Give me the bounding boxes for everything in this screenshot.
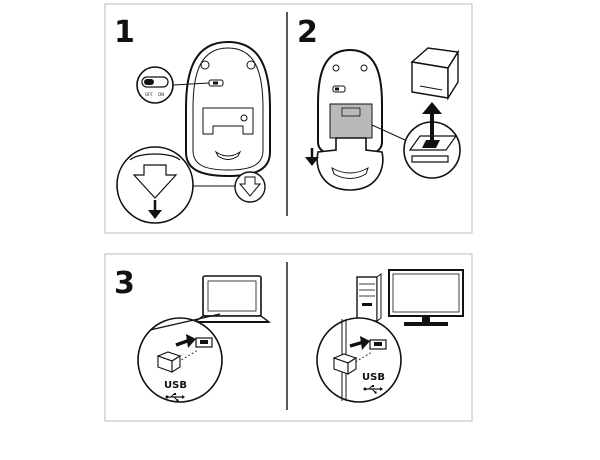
step-1: 1 OFF ON (114, 15, 271, 224)
press-down-arrow-head (148, 210, 162, 219)
usb-receiver-side (171, 355, 181, 373)
press-small-zoom (234, 171, 266, 203)
switch-slider (144, 79, 154, 85)
small-outline-arrow (238, 176, 262, 197)
compartment-latch (240, 114, 248, 122)
pull-receiver-arrow-head (422, 102, 442, 114)
mouse-body-inner (192, 47, 264, 171)
tower-drive (362, 303, 372, 306)
mouse-open-switch-knob (335, 87, 339, 91)
receiver-side-face (447, 49, 459, 101)
usb-label: USB (362, 372, 385, 383)
switch-leader-line (172, 82, 210, 86)
receiver-bay-lip (411, 155, 449, 163)
step-3-number: 3 (114, 266, 135, 301)
insert-arrow-head (360, 336, 370, 350)
monitor-stand (404, 322, 448, 326)
mouse-underside (185, 40, 271, 178)
press-outline-arrow (132, 164, 178, 199)
tower-side (376, 273, 382, 322)
usb-label: USB (164, 380, 187, 391)
switch-zoom: OFF ON (136, 66, 210, 104)
usb-symbol-icon (165, 393, 185, 402)
nano-receiver (410, 47, 460, 101)
step-3-laptop: 3 USB (114, 266, 272, 403)
monitor-screen (392, 273, 460, 313)
step-2: 2 (297, 15, 461, 191)
receiver-front-face (411, 61, 449, 99)
step-3-desktop: USB (316, 269, 464, 403)
mouse-sensor-slot (214, 150, 242, 160)
usb-port-inner (374, 342, 382, 346)
mouse-foot-pad (200, 60, 210, 70)
usb-receiver (332, 353, 358, 375)
cover-grip (331, 166, 369, 179)
receiver-connector-line (419, 85, 443, 91)
mouse-open-foot (332, 64, 340, 72)
receiver-zoom (371, 121, 461, 179)
usb-port-inner (200, 340, 208, 344)
switch-off-label: OFF (145, 92, 153, 97)
laptop-screen (207, 280, 257, 312)
mouse-switch-knob (213, 81, 218, 85)
press-zoom (116, 146, 235, 224)
remove-cover-arrow-head (305, 157, 319, 166)
step-2-number: 2 (297, 15, 318, 50)
step-1-number: 1 (114, 15, 135, 50)
receiver-bay (329, 103, 373, 139)
desktop-tower (356, 273, 382, 322)
receiver-leader-line (371, 124, 406, 141)
usb-symbol-icon (363, 385, 383, 394)
insert-arrow-head (186, 334, 196, 348)
receiver-slot (341, 107, 361, 117)
press-zoom-edge (129, 153, 181, 161)
battery-compartment (202, 107, 254, 135)
battery-cover-outline (316, 137, 384, 191)
mouse-open-foot (360, 64, 368, 72)
usb-receiver (156, 351, 182, 373)
laptop-zoom-edge (149, 313, 221, 331)
laptop-port-zoom: USB (137, 313, 223, 403)
mouse-open (317, 48, 383, 158)
switch-on-label: ON (158, 92, 164, 97)
usb-receiver-side (347, 357, 357, 375)
mouse-foot-pad (246, 60, 256, 70)
desktop-port-zoom: USB (316, 317, 402, 403)
monitor (388, 269, 464, 326)
receiver-in-bay (422, 140, 440, 148)
monitor-neck (422, 316, 430, 322)
battery-cover (316, 137, 384, 191)
mouse-body-outline (185, 40, 271, 178)
laptop (192, 275, 272, 323)
